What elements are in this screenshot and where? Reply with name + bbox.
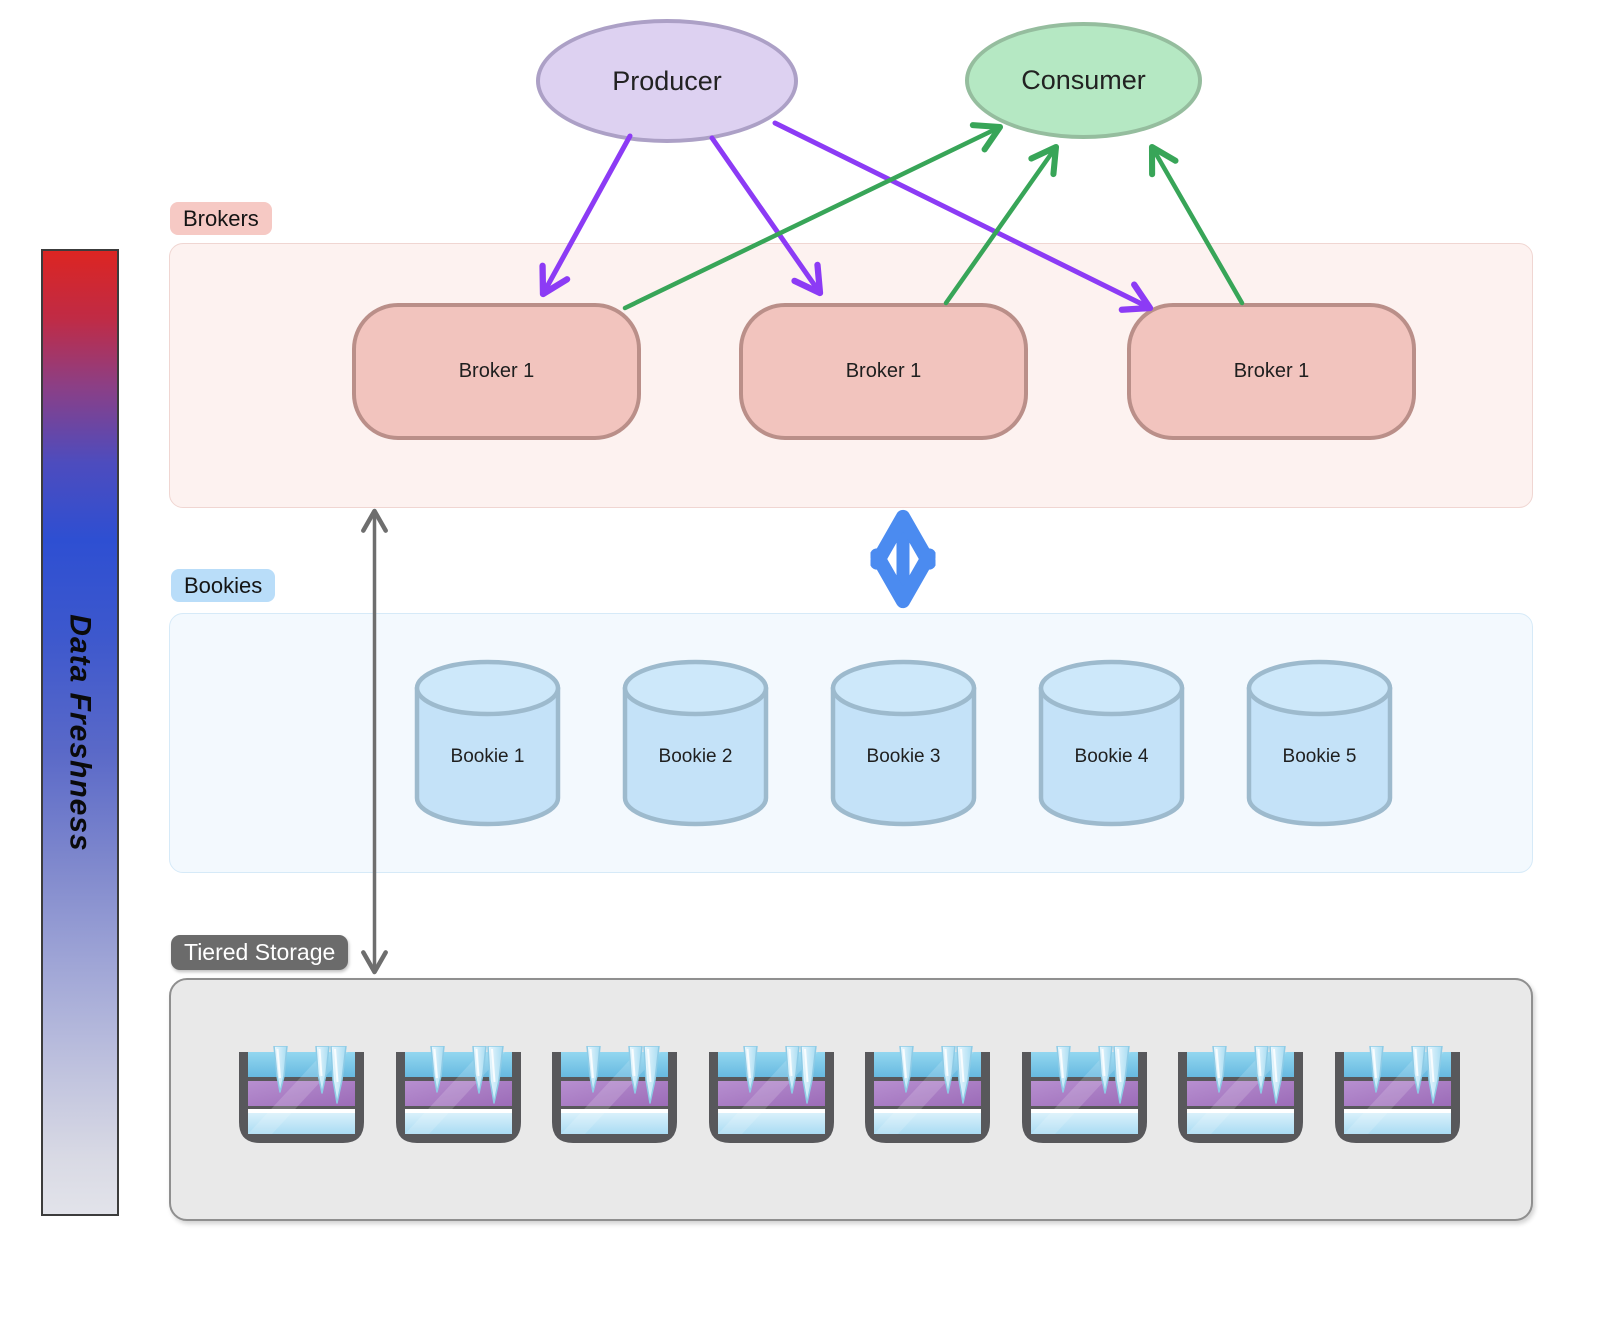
bookies-badge: Bookies (171, 569, 276, 602)
bookie-node: Bookie 5 (1246, 658, 1393, 828)
freezer-icon-graphic (239, 1045, 364, 1143)
broker-label: Broker 1 (845, 360, 922, 382)
brokers-badge: Brokers (170, 202, 272, 235)
data-freshness-label: Data Freshness (64, 613, 97, 852)
freezer-icon-graphic (1335, 1045, 1460, 1143)
bookie-label: Bookie 4 (1074, 746, 1149, 767)
freezer-icon (236, 1045, 367, 1146)
freezer-icon (1332, 1045, 1463, 1146)
freezer-icon-graphic (396, 1045, 521, 1143)
consumer-label: Consumer (1021, 65, 1146, 95)
freezer-icon (1175, 1045, 1306, 1146)
freezer-icon (549, 1045, 680, 1146)
broker-node: Broker 1 (1127, 303, 1416, 440)
producer-node: Producer (536, 19, 798, 143)
bookie-node: Bookie 2 (622, 658, 769, 828)
freezer-icon (862, 1045, 993, 1146)
database-cylinder-icon (1038, 659, 1185, 827)
broker-node: Broker 1 (739, 303, 1028, 440)
broker-label: Broker 1 (1233, 360, 1310, 382)
database-cylinder-icon (1246, 659, 1393, 827)
consumer-node: Consumer (965, 22, 1202, 139)
freezer-icon (706, 1045, 837, 1146)
database-cylinder-icon (622, 659, 769, 827)
freezer-icon-graphic (552, 1045, 677, 1143)
bookie-label: Bookie 3 (866, 746, 941, 767)
database-cylinder-icon (830, 659, 977, 827)
bookie-label: Bookie 5 (1282, 746, 1357, 767)
freezer-icon-graphic (1178, 1045, 1303, 1143)
broker-label: Broker 1 (458, 360, 535, 382)
freezer-icon (1019, 1045, 1150, 1146)
bookie-node: Bookie 1 (414, 658, 561, 828)
freezer-icon-graphic (1022, 1045, 1147, 1143)
producer-label: Producer (612, 65, 722, 96)
bookie-node: Bookie 3 (830, 658, 977, 828)
freezer-icon-graphic (709, 1045, 834, 1143)
data-freshness-gradient-bar: Data Freshness (41, 249, 119, 1216)
broker-node: Broker 1 (352, 303, 641, 440)
tiered-storage-panel (169, 978, 1533, 1221)
database-cylinder-icon (414, 659, 561, 827)
bookie-label: Bookie 1 (450, 746, 525, 767)
tiered-storage-badge: Tiered Storage (171, 935, 349, 970)
bookie-label: Bookie 2 (658, 746, 733, 767)
freezer-icon-graphic (865, 1045, 990, 1143)
freezer-icon (393, 1045, 524, 1146)
bookie-node: Bookie 4 (1038, 658, 1185, 828)
